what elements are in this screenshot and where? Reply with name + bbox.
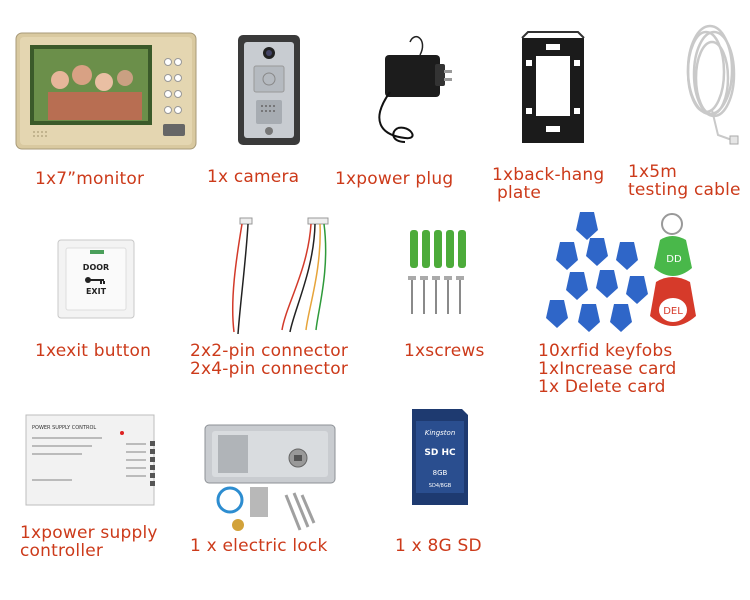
back-hang-plate-item: 1xback-hang plate (480, 0, 620, 210)
sd-brand-text: Kingston (425, 429, 456, 437)
connectors-label-1: 2x2-pin connector (190, 341, 349, 361)
monitor-item: 1x7”monitor (0, 0, 200, 200)
exit-button-door-text: DOOR (83, 263, 109, 272)
exit-button-exit-text: EXIT (86, 287, 107, 296)
electric-lock-label: 1 x electric lock (190, 536, 328, 556)
testing-cable-label-1: 1x5m (628, 162, 678, 182)
exit-button-label: 1xexit button (35, 341, 152, 361)
back-hang-plate-label-2: plate (497, 183, 542, 203)
sd-logo-text: SD HC (424, 448, 456, 458)
rfid-item: DD DEL 10xrfid keyfobs 1xIncrease card 1… (530, 200, 750, 400)
sd-card-image: Kingston SD HC 8GB SD4/8GB (412, 409, 468, 505)
power-supply-label-1: 1xpower supply (20, 523, 158, 543)
monitor-image (15, 32, 197, 150)
key-icon (85, 277, 105, 284)
camera-image (238, 35, 300, 145)
rfid-label-3: 1x Delete card (538, 377, 666, 397)
connectors-item: 2x2-pin connector 2x4-pin connector (190, 210, 390, 380)
power-plug-label: 1xpower plug (335, 169, 454, 189)
power-supply-printed-title: POWER SUPPLY CONTROL (32, 425, 96, 431)
sd-model-text: SD4/8GB (429, 483, 452, 489)
screws-item: 1xscrews (390, 210, 530, 370)
rfid-image: DD DEL (546, 212, 696, 332)
power-supply-item: POWER SUPPLY CONTROL 1xpower supply cont… (0, 405, 190, 575)
testing-cable-label-2: testing cable (628, 180, 741, 200)
sd-card-item: Kingston SD HC 8GB SD4/8GB 1 x 8G SD (390, 405, 530, 575)
camera-label: 1x camera (207, 167, 300, 187)
screws-label: 1xscrews (404, 341, 485, 361)
exit-button-image: DOOR EXIT (57, 239, 135, 319)
delete-card-tag-text: DEL (663, 306, 683, 317)
power-supply-label-2: controller (20, 541, 104, 561)
exit-button-item: DOOR EXIT 1xexit button (0, 210, 190, 370)
electric-lock-item: 1 x electric lock (190, 405, 390, 575)
electric-lock-image (204, 424, 336, 531)
rfid-label-1: 10xrfid keyfobs (538, 341, 673, 361)
power-plug-image (378, 36, 452, 143)
connectors-label-2: 2x4-pin connector (190, 359, 349, 379)
power-supply-image: POWER SUPPLY CONTROL (25, 414, 155, 506)
back-hang-plate-label-1: 1xback-hang (492, 165, 605, 185)
connectors-image (231, 217, 329, 335)
testing-cable-item: 1x5m testing cable (620, 0, 750, 210)
testing-cable-image (686, 24, 739, 145)
screws-image (408, 230, 466, 314)
camera-item: 1x camera (200, 0, 320, 200)
power-plug-item: 1xpower plug (320, 0, 480, 200)
back-hang-plate-image (521, 31, 585, 143)
sd-capacity-text: 8GB (433, 469, 448, 477)
rfid-label-2: 1xIncrease card (538, 359, 677, 379)
monitor-label: 1x7”monitor (35, 169, 145, 189)
sd-card-label: 1 x 8G SD (395, 536, 482, 556)
increase-card-tag-text: DD (666, 254, 682, 265)
